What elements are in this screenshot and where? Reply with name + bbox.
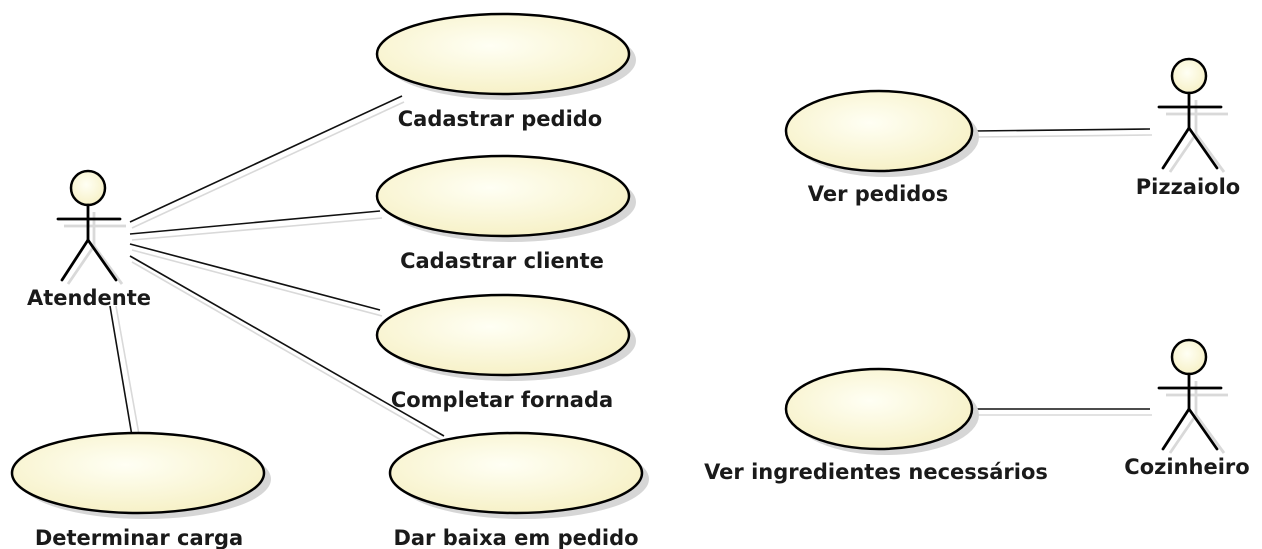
actor-label: Cozinheiro <box>1124 455 1249 479</box>
use-case-dar-baixa-em-pedido[interactable]: Dar baixa em pedido <box>388 431 649 549</box>
use-case-completar-fornada[interactable]: Completar fornada <box>375 293 636 412</box>
actor-head-icon <box>1170 57 1208 95</box>
actor-label: Atendente <box>27 286 151 310</box>
actor-head-icon <box>1170 338 1208 376</box>
use-case-label: Dar baixa em pedido <box>393 526 638 549</box>
use-case-label: Cadastrar cliente <box>400 249 604 273</box>
actor-cozinheiro[interactable]: Cozinheiro <box>1124 338 1250 479</box>
use-case-label: Cadastrar pedido <box>398 107 602 131</box>
actor-pizzaiolo[interactable]: Pizzaiolo <box>1136 57 1240 199</box>
use-case-cadastrar-pedido[interactable]: Cadastrar pedido <box>375 12 636 131</box>
association-pizzaiolo-ver-pedidos[interactable] <box>973 128 1153 138</box>
actor-shadow <box>1166 100 1228 173</box>
use-case-ver-ingredientes-necessarios[interactable]: Ver ingredientes necessários <box>704 367 1048 484</box>
use-case-cadastrar-cliente[interactable]: Cadastrar cliente <box>375 154 636 273</box>
use-case-label: Completar fornada <box>391 388 613 412</box>
use-case-label: Determinar carga <box>35 526 243 549</box>
actor-head-icon <box>69 169 107 207</box>
actor-label: Pizzaiolo <box>1136 175 1240 199</box>
actor-shadow <box>64 212 126 285</box>
use-case-label: Ver ingredientes necessários <box>704 460 1048 484</box>
association-atendente-completar-fornada[interactable] <box>129 243 383 317</box>
association-atendente-cadastrar-cliente[interactable] <box>129 210 383 241</box>
use-case-label: Ver pedidos <box>808 182 948 206</box>
actor-shadow <box>1166 381 1228 454</box>
association-atendente-determinar-carga[interactable] <box>109 305 141 441</box>
association-cozinheiro-ver-ingredientes-necessarios[interactable] <box>974 408 1152 416</box>
association-atendente-dar-baixa-em-pedido[interactable] <box>129 255 449 445</box>
use-case-ver-pedidos[interactable]: Ver pedidos <box>784 89 979 206</box>
association-atendente-cadastrar-pedido[interactable] <box>129 95 405 229</box>
actor-atendente[interactable]: Atendente <box>27 169 151 310</box>
use-case-determinar-carga[interactable]: Determinar carga <box>10 431 271 549</box>
